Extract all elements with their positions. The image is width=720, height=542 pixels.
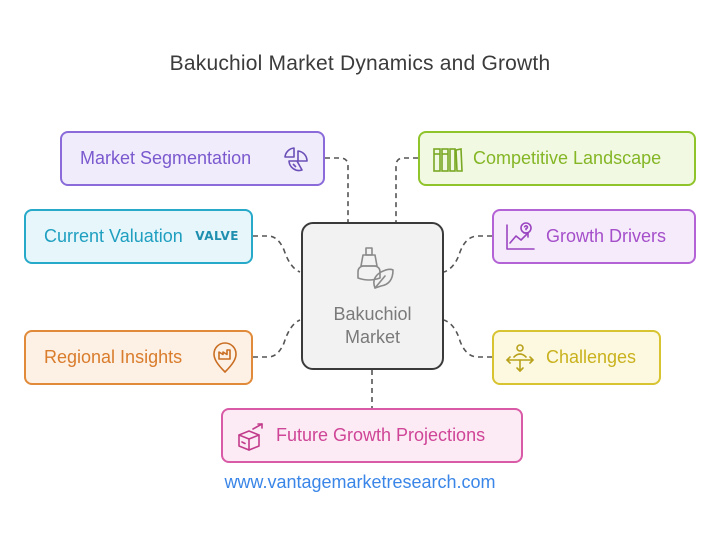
node-growth-drivers[interactable]: Growth Drivers <box>492 209 696 264</box>
growth-drivers-label: Growth Drivers <box>546 226 667 246</box>
node-future-growth-projections[interactable]: Future Growth Projections <box>221 408 523 463</box>
node-challenges[interactable]: Challenges <box>492 330 661 385</box>
competitive-landscape-label: Competitive Landscape <box>473 148 662 168</box>
center-label-line1: Bakuchiol <box>333 303 412 324</box>
node-competitive-landscape[interactable]: Competitive Landscape <box>418 131 696 186</box>
box-arrow-icon <box>235 421 267 453</box>
person-arrows-icon <box>504 342 536 374</box>
challenges-label: Challenges <box>546 347 637 367</box>
current-valuation-label: Current Valuation <box>44 226 183 246</box>
chart-question-icon <box>504 221 536 253</box>
footer-website-link[interactable]: www.vantagemarketresearch.com <box>224 472 496 492</box>
connector-challenges <box>443 319 492 358</box>
node-current-valuation[interactable]: Current Valuation VALVE <box>24 209 253 264</box>
bookshelf-icon <box>432 145 464 175</box>
connector-regional-insights <box>253 319 301 358</box>
center-label-line2: Market <box>344 326 400 347</box>
future-growth-projections-label: Future Growth Projections <box>276 425 486 445</box>
diagram-title: Bakuchiol Market Dynamics and Growth <box>169 52 551 75</box>
node-regional-insights[interactable]: Regional Insights <box>24 330 253 385</box>
node-market-segmentation[interactable]: Market Segmentation <box>60 131 325 186</box>
connector-growth-drivers <box>443 235 492 273</box>
pie-chart-icon <box>281 145 311 175</box>
valve-logo-icon: VALVE <box>195 229 239 243</box>
connector-current-valuation <box>253 235 301 273</box>
map-pin-factory-icon <box>211 342 239 374</box>
market-segmentation-label: Market Segmentation <box>80 148 252 168</box>
regional-insights-label: Regional Insights <box>44 347 183 367</box>
connector-market-segmentation <box>325 157 349 222</box>
connector-competitive-landscape <box>395 157 418 222</box>
center-node-bakuchiol-market[interactable]: Bakuchiol Market <box>301 222 444 370</box>
lamp-leaf-icon <box>349 244 397 297</box>
